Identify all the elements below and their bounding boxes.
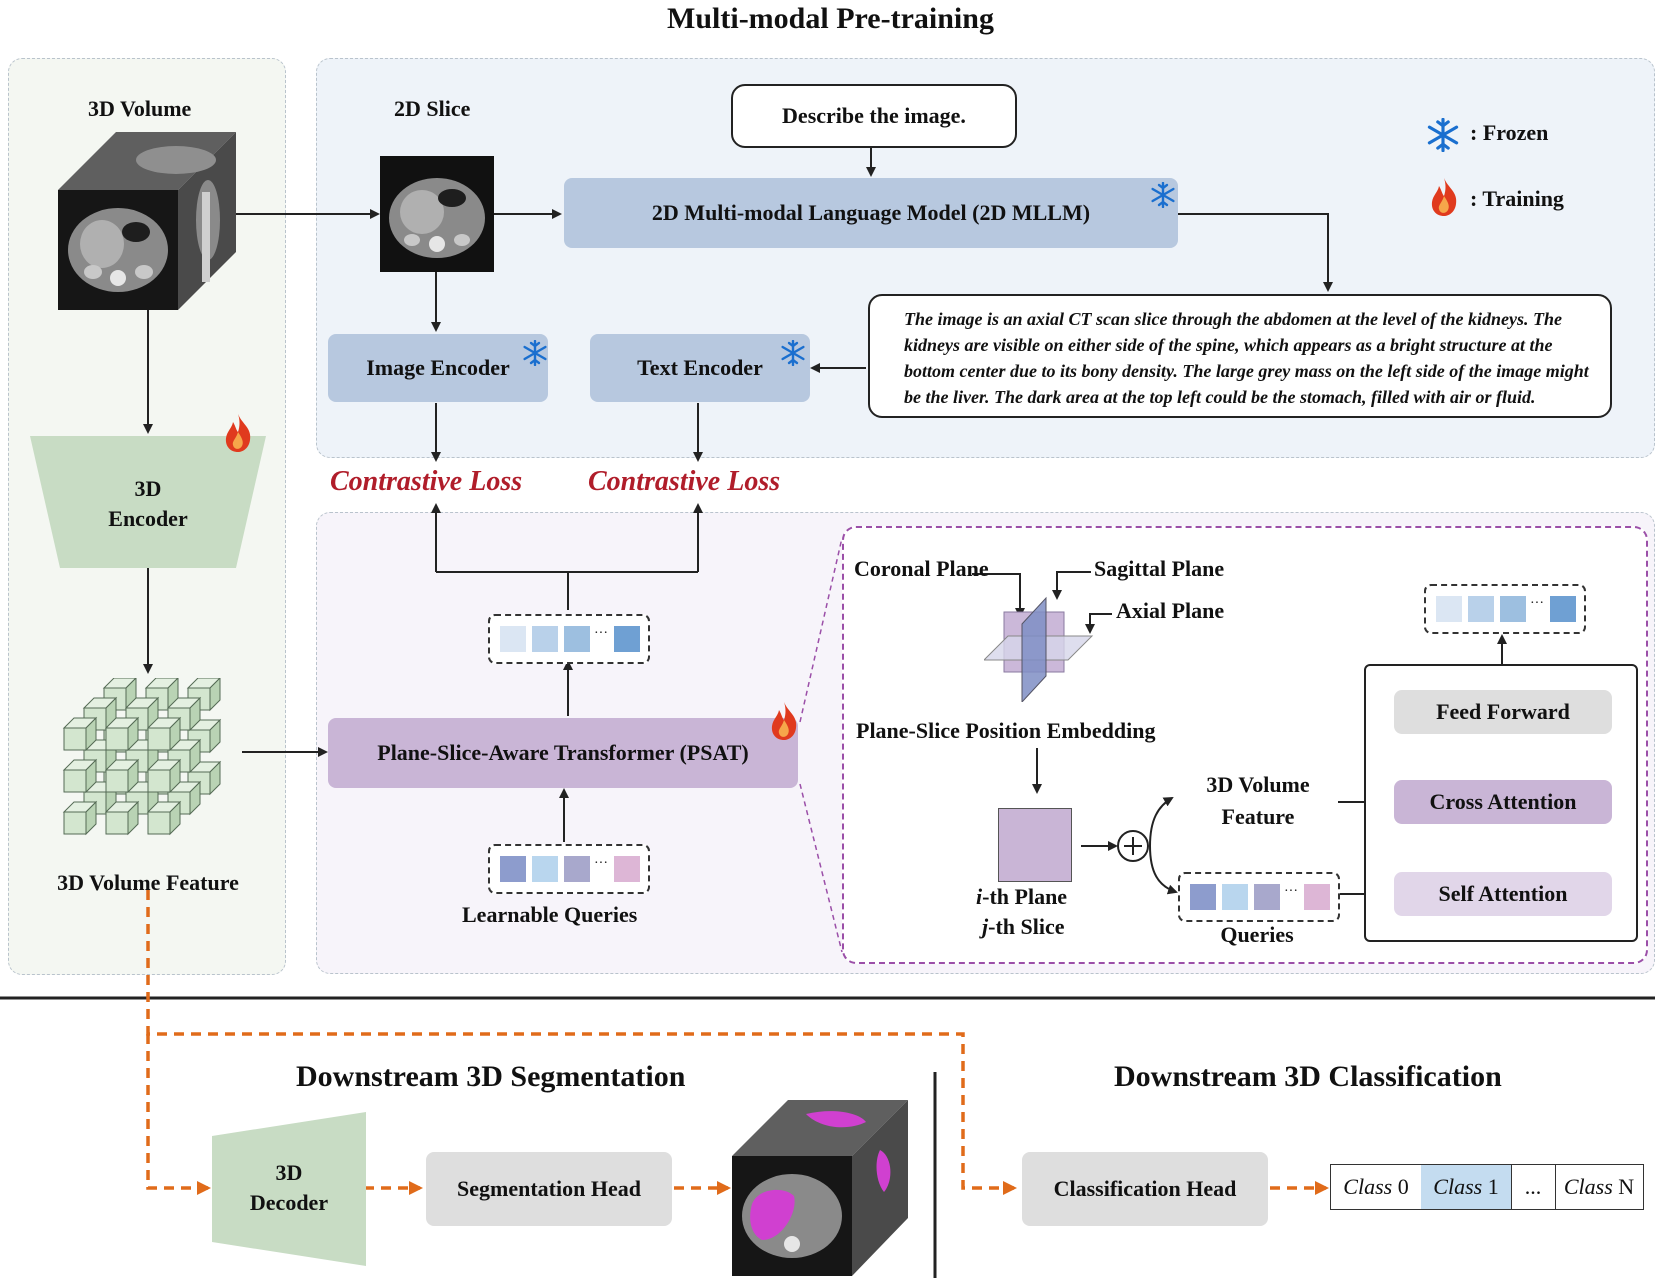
flame-icon: [771, 702, 797, 740]
feature-cube: [62, 758, 98, 794]
psat-output-tokens: ···: [488, 614, 650, 664]
image-encoder-box: Image Encoder: [328, 334, 548, 402]
legend-training: : Training: [1470, 186, 1564, 211]
volume-feature-detail-line1: 3D Volume: [1206, 772, 1310, 797]
3d-encoder-label-line1: 3D: [134, 476, 162, 501]
three-planes-diagram: [984, 596, 1094, 702]
volume-feature-detail-line2: Feature: [1221, 804, 1295, 829]
class-cell-n: Class N: [1563, 1174, 1635, 1199]
mllm-box: 2D Multi-modal Language Model (2D MLLM): [564, 178, 1178, 248]
contrastive-loss-text: Contrastive Loss: [588, 466, 781, 497]
contrastive-loss-image: Contrastive Loss: [330, 466, 523, 497]
class-output-row: Class 0 Class 1 ... Class N: [1330, 1164, 1644, 1210]
sagittal-plane-label: Sagittal Plane: [1094, 556, 1225, 581]
position-embedding-label: Plane-Slice Position Embedding: [856, 718, 1156, 743]
feature-cube: [104, 758, 140, 794]
token-ellipsis: ···: [594, 856, 608, 871]
generated-caption: The image is an axial CT scan slice thro…: [868, 294, 1612, 418]
slice-label: 2D Slice: [394, 96, 471, 121]
page-title: Multi-modal Pre-training: [667, 2, 994, 35]
3d-encoder-label-line2: Encoder: [108, 506, 188, 531]
feed-forward-box: Feed Forward: [1394, 690, 1612, 734]
snowflake-icon: [523, 340, 547, 366]
ct-slice-image: [380, 156, 494, 272]
classification-title: Downstream 3D Classification: [1114, 1060, 1502, 1093]
plane-slice-square: [998, 808, 1072, 882]
segmentation-title: Downstream 3D Segmentation: [296, 1060, 686, 1093]
class-cell-0: Class 0: [1331, 1165, 1422, 1209]
token-ellipsis: ···: [1284, 884, 1298, 899]
cross-attention-box: Cross Attention: [1394, 780, 1612, 824]
coronal-plane-label: Coronal Plane: [854, 556, 989, 581]
prompt-box: Describe the image.: [731, 84, 1017, 148]
feature-cube: [62, 716, 98, 752]
feature-cube: [146, 716, 182, 752]
snowflake-icon: [1151, 182, 1175, 208]
segmentation-head-box: Segmentation Head: [426, 1152, 672, 1226]
learnable-query-tokens: ···: [488, 844, 650, 894]
axial-plane-label: Axial Plane: [1116, 598, 1225, 623]
volume-label: 3D Volume: [88, 96, 192, 121]
ith-plane-label: i-th Plane: [976, 884, 1068, 909]
class-cell-ellipsis: ...: [1511, 1165, 1556, 1209]
snowflake-icon: [1427, 118, 1459, 152]
feature-cube: [104, 800, 140, 836]
flame-icon: [1431, 178, 1457, 216]
learnable-queries-label: Learnable Queries: [462, 902, 638, 927]
psat-box: Plane-Slice-Aware Transformer (PSAT): [328, 718, 798, 788]
ct-volume-image: [58, 132, 236, 310]
text-encoder-box: Text Encoder: [590, 334, 810, 402]
self-attention-box: Self Attention: [1394, 872, 1612, 916]
segmentation-output-image: [732, 1100, 908, 1276]
feature-cube: [146, 800, 182, 836]
feature-cube: [104, 716, 140, 752]
classification-head-box: Classification Head: [1022, 1152, 1268, 1226]
queries-label: Queries: [1220, 922, 1294, 947]
feature-cube: [146, 758, 182, 794]
volume-feature-cubes: [62, 678, 222, 836]
queries-tokens: ···: [1178, 872, 1340, 922]
jth-slice-label: j-th Slice: [982, 914, 1065, 939]
3d-encoder-shape: [30, 436, 266, 568]
3d-decoder-shape: [212, 1112, 366, 1266]
volume-feature-label: 3D Volume Feature: [57, 870, 239, 895]
legend-frozen: : Frozen: [1470, 120, 1549, 145]
snowflake-icon: [781, 340, 805, 366]
flame-icon: [225, 414, 251, 452]
class-cell-1: Class 1: [1421, 1165, 1512, 1209]
token-ellipsis: ···: [1530, 596, 1544, 611]
feature-cube: [62, 800, 98, 836]
transformer-output-tokens: ···: [1424, 584, 1586, 634]
3d-decoder-label-line2: Decoder: [249, 1190, 329, 1215]
3d-decoder-label-line1: 3D: [275, 1160, 303, 1185]
token-ellipsis: ···: [594, 626, 608, 641]
